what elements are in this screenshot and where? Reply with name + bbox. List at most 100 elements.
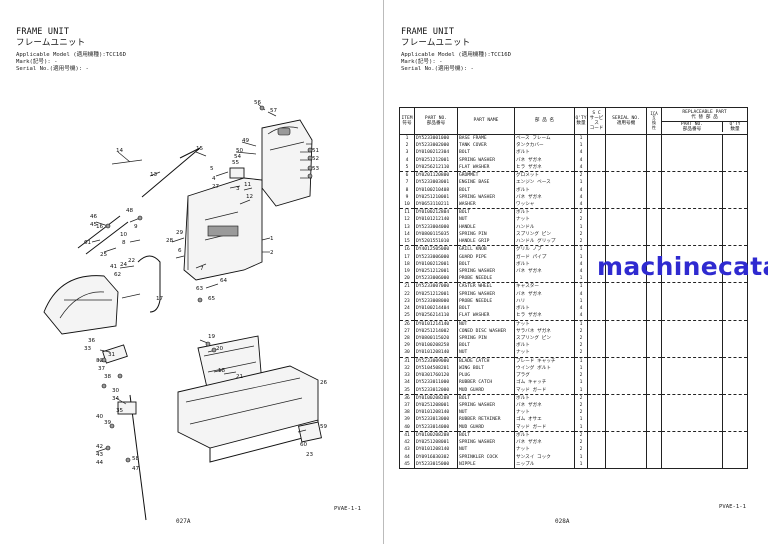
part-name-jp: バネ ザガネ: [514, 268, 575, 276]
part-no: DY5104508201: [414, 364, 458, 373]
service-code: [587, 163, 606, 172]
replacement-part-no: [661, 312, 723, 321]
serial-no: [605, 379, 647, 387]
interchangeability: [646, 334, 662, 343]
replacement-part-no: [661, 439, 723, 447]
item-no: 14: [399, 230, 415, 239]
replacement-qty: [721, 230, 749, 239]
part-no: DY0101208140: [414, 446, 458, 454]
service-code: [587, 319, 606, 328]
bracket: [229, 167, 245, 179]
callout-4: 4: [212, 176, 216, 182]
serial-no: [605, 372, 647, 380]
part-name-jp: ニップル: [514, 460, 575, 469]
interchangeability: [646, 208, 662, 217]
part-no: DY5233006000: [414, 253, 458, 261]
part-no: DY5233001000: [414, 134, 458, 143]
service-code: [587, 439, 606, 447]
replacement-part-no: [661, 171, 723, 180]
item-no: 35: [399, 386, 415, 395]
qty: 1: [574, 245, 588, 254]
part-no: DY0916030302: [414, 453, 458, 461]
item-no: 40: [399, 423, 415, 432]
callout-23: 23: [306, 452, 314, 458]
replacement-qty: [721, 386, 749, 395]
interchangeability: [646, 290, 662, 298]
part-name: NUT: [457, 409, 515, 417]
replacement-part-no: [661, 142, 723, 150]
part-name: WASHER: [457, 201, 515, 209]
callout-60: 60: [300, 442, 308, 448]
item-no: 27: [399, 327, 415, 335]
callout-50: 50: [236, 148, 244, 154]
item-no: 34: [399, 379, 415, 387]
replacement-part-no: [661, 156, 723, 164]
serial-no: [605, 171, 647, 180]
item-no: 38: [399, 409, 415, 417]
item-no: 11: [399, 208, 415, 217]
callout-21: 21: [236, 374, 244, 380]
callout-64: 64: [220, 278, 228, 284]
part-name: RUBBER RETAINER: [457, 416, 515, 424]
callout-43: 43: [96, 452, 104, 458]
part-name: BOLT: [457, 208, 515, 217]
service-code: [587, 386, 606, 395]
page-number: 028A: [555, 518, 570, 525]
service-code: [587, 230, 606, 239]
callout-28: 28: [166, 238, 174, 244]
part-no: DY4012505000: [414, 245, 458, 254]
qty: 4: [574, 156, 588, 164]
part-name-jp: スプリング ピン: [514, 334, 575, 343]
callout-34: 34: [112, 396, 120, 402]
callout-59: 59: [320, 424, 328, 430]
part-no: DY5201551010: [414, 238, 458, 246]
serial-no: [605, 201, 647, 209]
callout-56: 56: [254, 100, 262, 106]
serial-no: [605, 186, 647, 194]
item-no: 29: [399, 342, 415, 350]
replacement-qty: [721, 416, 749, 424]
part-no: DY0251214002: [414, 327, 458, 335]
interchangeability: [646, 446, 662, 454]
part-name-jp: ハリ: [514, 297, 575, 306]
item-no: 13: [399, 223, 415, 231]
replacement-part-no: [661, 423, 723, 432]
part-name: GRILL KNOB: [457, 245, 515, 254]
part-name: GROMMET: [457, 171, 515, 180]
qty: 1: [574, 282, 588, 291]
service-code: [587, 356, 606, 365]
guard-pipe: [137, 255, 161, 313]
part-name: SPRING WASHER: [457, 193, 515, 202]
part-no: DY0201120800: [414, 171, 458, 180]
tank-cap: [277, 127, 291, 136]
interchangeability: [646, 423, 662, 432]
interchangeability: [646, 409, 662, 417]
item-no: 42: [399, 439, 415, 447]
part-name: FLAT WASHER: [457, 163, 515, 172]
item-no: 1: [399, 134, 415, 143]
item-no: 36: [399, 393, 415, 402]
callout-41: 41: [110, 264, 118, 270]
replacement-qty: [721, 238, 749, 246]
interchangeability: [646, 356, 662, 365]
page-title-jp: フレームユニット: [16, 38, 86, 48]
replacement-qty: [721, 453, 749, 461]
part-no: DY0100208258: [414, 342, 458, 350]
col-ica: ICA 互 換 性: [646, 107, 662, 135]
part-no: DY0653110211: [414, 201, 458, 209]
item-no: 26: [399, 319, 415, 328]
interchangeability: [646, 349, 662, 358]
part-name: NUT: [457, 319, 515, 328]
qty: 4: [574, 305, 588, 313]
